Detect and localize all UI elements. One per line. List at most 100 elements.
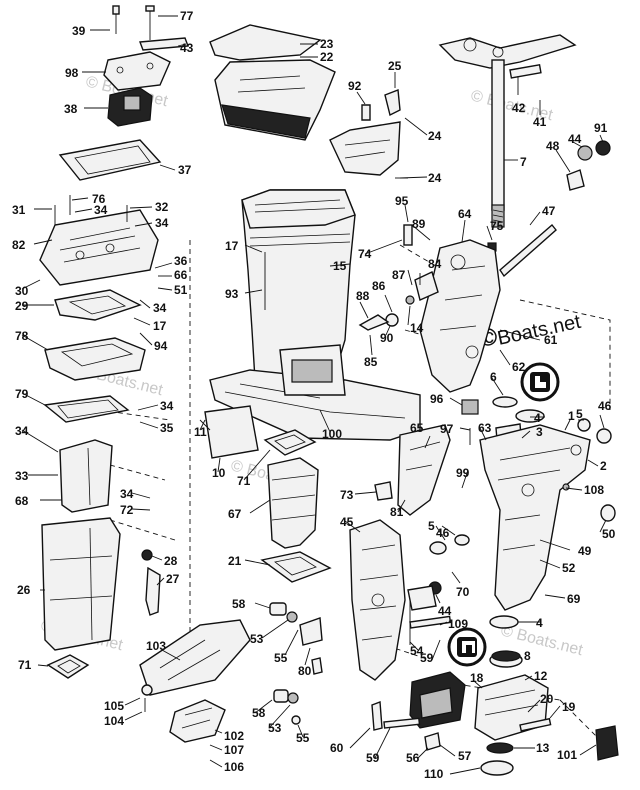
part-label: 68 bbox=[15, 494, 29, 508]
part-label: 55 bbox=[274, 651, 288, 665]
part-label: 34 bbox=[15, 424, 29, 438]
part-label: 29 bbox=[15, 299, 29, 313]
lower-plates bbox=[139, 619, 251, 743]
part-label: 47 bbox=[542, 204, 556, 218]
part-label: 4 bbox=[534, 411, 541, 425]
badge-top bbox=[520, 362, 560, 402]
part-label: 10 bbox=[212, 466, 226, 480]
part-label: 44 bbox=[438, 604, 452, 618]
part-label: 17 bbox=[153, 319, 167, 333]
part-label: 59 bbox=[366, 751, 380, 765]
part-label: 57 bbox=[458, 749, 472, 763]
part-label: 18 bbox=[470, 671, 484, 685]
part-label: 82 bbox=[12, 238, 26, 252]
part-label: 59 bbox=[420, 651, 434, 665]
bushing-parts bbox=[269, 602, 323, 725]
part-label: 4 bbox=[536, 616, 543, 630]
part-label: 67 bbox=[228, 507, 242, 521]
part-label: 55 bbox=[296, 731, 310, 745]
part-label: 93 bbox=[225, 287, 239, 301]
exhaust-tubes bbox=[41, 439, 121, 679]
part-label: 95 bbox=[395, 194, 409, 208]
part-label: 51 bbox=[174, 283, 188, 297]
part-label: 71 bbox=[237, 474, 251, 488]
part-label: 58 bbox=[232, 597, 246, 611]
part-label: 24 bbox=[428, 129, 442, 143]
bracket-65 bbox=[374, 424, 451, 516]
part-label: 69 bbox=[567, 592, 581, 606]
part-label: 78 bbox=[15, 329, 29, 343]
part-label: 84 bbox=[428, 257, 442, 271]
leader-lines bbox=[21, 15, 607, 775]
part-label: 98 bbox=[65, 66, 79, 80]
part-label: 34 bbox=[94, 203, 108, 217]
part-label: 7 bbox=[520, 155, 527, 169]
part-label: 38 bbox=[64, 102, 78, 116]
part-label: 91 bbox=[594, 121, 608, 135]
part-label: 52 bbox=[562, 561, 576, 575]
part-label: 99 bbox=[456, 466, 470, 480]
part-label: 76 bbox=[92, 192, 106, 206]
part-label: 75 bbox=[490, 219, 504, 233]
part-label: 107 bbox=[224, 743, 244, 757]
part-label: 64 bbox=[458, 207, 472, 221]
part-label: 100 bbox=[322, 427, 342, 441]
part-label: 87 bbox=[392, 268, 406, 282]
part-label: 28 bbox=[164, 554, 178, 568]
part-label: 58 bbox=[252, 706, 266, 720]
watermark-brand: Boats.net bbox=[495, 311, 583, 350]
cover-plate bbox=[199, 405, 259, 459]
part-label: 39 bbox=[72, 24, 86, 38]
hose-parts bbox=[141, 549, 161, 616]
part-label: 71 bbox=[18, 658, 32, 672]
stern-bracket-right bbox=[479, 424, 616, 611]
part-label: 35 bbox=[160, 421, 174, 435]
part-label: 103 bbox=[146, 639, 166, 653]
upper-covers bbox=[209, 24, 408, 179]
gaskets-left bbox=[43, 289, 146, 423]
part-label: 6 bbox=[490, 370, 497, 384]
part-label: 81 bbox=[390, 505, 404, 519]
part-label: 36 bbox=[174, 254, 188, 268]
part-label: 5 bbox=[428, 519, 435, 533]
part-label: 14 bbox=[410, 321, 424, 335]
part-label: 66 bbox=[174, 268, 188, 282]
part-label: 19 bbox=[562, 700, 576, 714]
part-label: 11 bbox=[194, 425, 207, 439]
part-label: 15 bbox=[333, 259, 347, 273]
part-label: 77 bbox=[180, 9, 194, 23]
adapter-plate bbox=[39, 195, 159, 286]
part-label: 56 bbox=[406, 751, 420, 765]
part-label: 102 bbox=[224, 729, 244, 743]
part-label: 97 bbox=[440, 422, 454, 436]
part-label: 25 bbox=[388, 59, 402, 73]
part-label: 70 bbox=[456, 585, 470, 599]
part-label: 44 bbox=[568, 132, 582, 146]
part-label: 106 bbox=[224, 760, 244, 774]
part-label: 60 bbox=[330, 741, 344, 755]
part-label: 53 bbox=[250, 632, 264, 646]
part-label: 46 bbox=[598, 399, 612, 413]
part-label: 41 bbox=[533, 115, 547, 129]
part-label: 1 bbox=[568, 409, 575, 423]
water-tube-parts bbox=[260, 429, 332, 583]
part-label: 21 bbox=[228, 554, 242, 568]
part-label: 89 bbox=[412, 217, 426, 231]
part-label: 33 bbox=[15, 469, 29, 483]
center-small-parts bbox=[264, 224, 439, 331]
part-label: 105 bbox=[104, 699, 124, 713]
stern-bracket-left bbox=[349, 519, 470, 681]
part-label: 3 bbox=[536, 425, 543, 439]
tilt-tube bbox=[487, 223, 557, 278]
part-label: 27 bbox=[166, 572, 180, 586]
part-label: 101 bbox=[557, 748, 577, 762]
part-label: 48 bbox=[546, 139, 560, 153]
part-label: 65 bbox=[410, 421, 424, 435]
part-label: 109 bbox=[448, 617, 468, 631]
lower-right-parts bbox=[371, 615, 619, 776]
top-left-parts bbox=[58, 5, 189, 181]
part-label: 34 bbox=[160, 399, 174, 413]
part-label: 12 bbox=[534, 669, 548, 683]
